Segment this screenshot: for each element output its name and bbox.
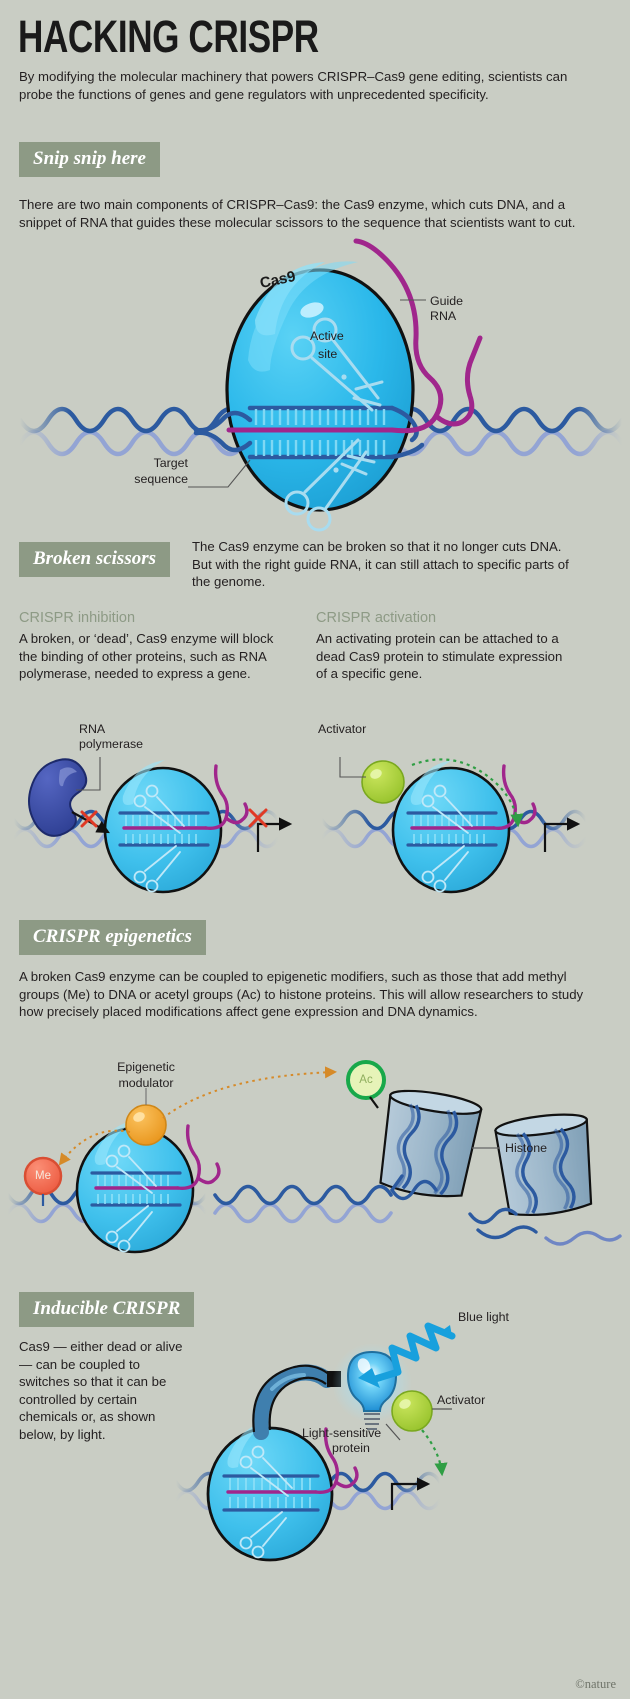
activator-ball-inducible: [391, 1390, 433, 1432]
cas9-enzyme-body: [225, 268, 415, 512]
label-target-line1: Target: [153, 456, 188, 470]
blocked-cross-right: [248, 808, 268, 828]
dna-helix-main: [17, 406, 625, 457]
label-light-sensitive-protein-line2: protein: [332, 1441, 370, 1455]
subhead-crispr-inhibition: CRISPR inhibition: [19, 610, 136, 626]
blue-light-bolt: [368, 1322, 456, 1384]
label-epigenetic-modulator-line1: Epigenetic: [117, 1060, 175, 1074]
label-epigenetic-modulator-line2: modulator: [118, 1076, 174, 1090]
switch-arm: [252, 1364, 335, 1440]
label-activator: Activator: [318, 722, 367, 736]
label-guide-rna-line1: Guide: [430, 294, 464, 308]
label-histone: Histone: [505, 1141, 548, 1155]
banner-inducible-crispr: Inducible CRISPR: [19, 1292, 195, 1327]
label-rna-polymerase-line1: RNA: [79, 722, 106, 736]
label-light-sensitive-protein-line1: Light-sensitive: [302, 1426, 382, 1440]
epigenetic-modulator-ball: [125, 1104, 167, 1146]
histone-2: [494, 1113, 593, 1216]
label-acetyl-badge: Ac: [359, 1074, 373, 1086]
dead-cas9-body-activation: [391, 766, 511, 894]
light-bulb-icon: [346, 1350, 398, 1430]
label-guide-rna-line2: RNA: [430, 309, 457, 323]
nature-credit: ©nature: [575, 1677, 616, 1691]
blocked-cross-left: [80, 810, 98, 828]
page-title: HACKING CRISPR: [18, 11, 319, 62]
column-inhibition-body: A broken, or ‘dead’, Cas9 enzyme will bl…: [19, 631, 274, 681]
section-3-body: A broken Cas9 enzyme can be coupled to e…: [19, 969, 584, 1019]
section-1-body: There are two main components of CRISPR–…: [19, 197, 576, 230]
section-2-body: The Cas9 enzyme can be broken so that it…: [192, 539, 569, 589]
banner-crispr-epigenetics: CRISPR epigenetics: [19, 920, 206, 955]
banner-broken-scissors: Broken scissors: [19, 542, 170, 577]
section-4-body: Cas9 — either dead or alive — can be cou…: [19, 1339, 183, 1442]
activation-arc: [411, 758, 524, 828]
label-target-line2: sequence: [134, 472, 188, 486]
activator-ball-green: [361, 760, 405, 804]
crispr-activation-diagram: [320, 757, 588, 894]
label-active-site-line2: site: [318, 347, 338, 361]
inducible-crispr-diagram: [174, 1322, 456, 1562]
label-cas9: Cas9: [258, 267, 298, 292]
banner-snip-snip-here: Snip snip here: [19, 142, 160, 177]
standfirst-text: By modifying the molecular machinery tha…: [19, 69, 568, 102]
methyl-transfer-arc: [58, 1129, 131, 1166]
activation-arrow-inducible: [421, 1429, 448, 1477]
column-activation-body: An activating protein can be attached to…: [316, 631, 563, 681]
cas9-body-inducible: [206, 1426, 334, 1562]
histone-1: [379, 1089, 483, 1198]
label-blue-light: Blue light: [458, 1310, 509, 1324]
subhead-crispr-activation: CRISPR activation: [316, 610, 437, 626]
switch-connector: [327, 1371, 341, 1387]
label-activator-inducible: Activator: [437, 1393, 486, 1407]
rna-polymerase-blob: [28, 758, 88, 837]
label-active-site-line1: Active: [310, 329, 344, 343]
crispr-inhibition-diagram: [12, 757, 293, 894]
scissors-icon-lower: [284, 438, 376, 532]
dead-cas9-body-epigenetics: [75, 1126, 195, 1254]
label-rna-polymerase-line2: polymerase: [79, 737, 144, 751]
dead-cas9-body-inhibition: [103, 766, 223, 894]
label-methyl-badge: Me: [35, 1170, 51, 1182]
